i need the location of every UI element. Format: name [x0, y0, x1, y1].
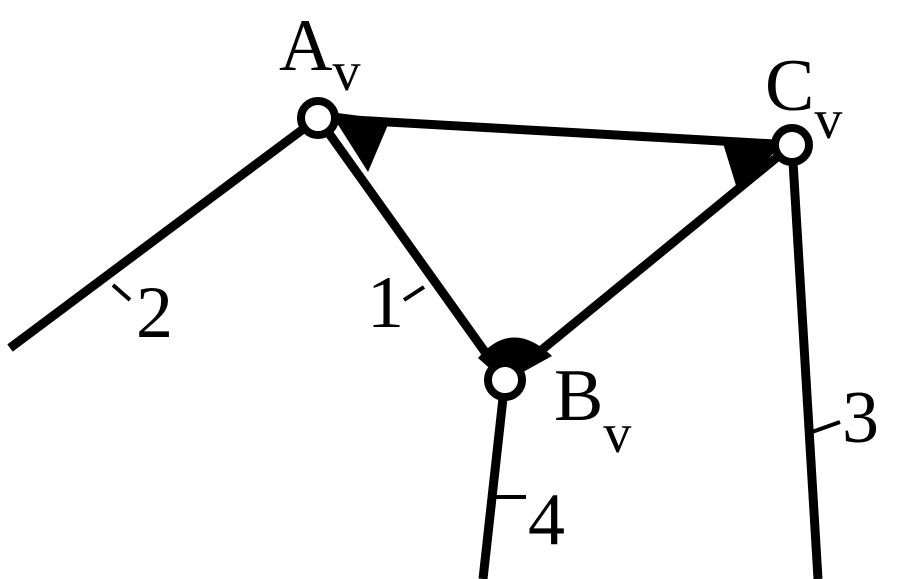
joint-b [484, 359, 526, 401]
link-1-ternary [314, 112, 795, 384]
link-3 [787, 144, 823, 579]
link-label-4: 4 [528, 479, 565, 561]
gusset-a [330, 112, 390, 172]
link-4 [478, 379, 510, 579]
edge-a-c [317, 113, 793, 150]
edge-a-b [314, 115, 509, 383]
leader-link-2 [111, 283, 132, 302]
joint-c [771, 124, 813, 166]
link-label-3: 3 [842, 377, 879, 459]
link-label-2: 2 [136, 272, 173, 354]
joint-label-a: Av [279, 5, 360, 103]
joint-a [297, 97, 339, 139]
leader-link-3 [811, 420, 841, 434]
link-label-1: 1 [367, 262, 404, 344]
joint-label-b: Bv [554, 355, 631, 465]
edge-c-b [502, 141, 795, 384]
gusset-c [722, 140, 780, 192]
leader-link-1 [402, 285, 426, 302]
link-2 [7, 114, 321, 352]
joint-label-c: Cv [765, 45, 842, 151]
